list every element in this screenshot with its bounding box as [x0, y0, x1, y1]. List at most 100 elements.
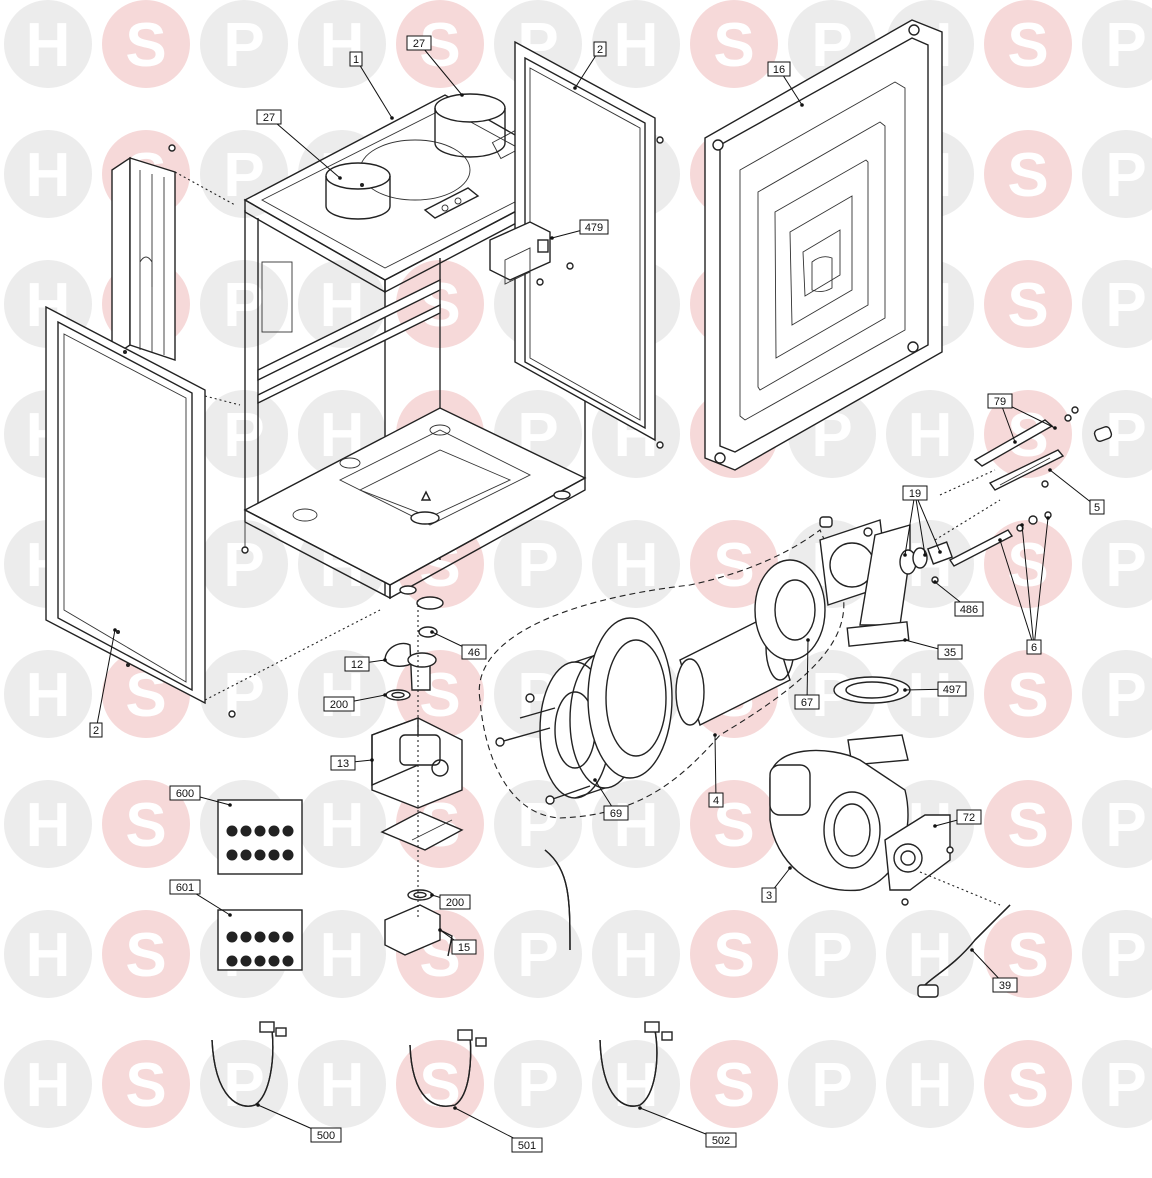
watermark-circle — [396, 0, 484, 88]
injector-nozzle — [268, 825, 280, 837]
callout-200: 200 — [430, 893, 471, 910]
callout-number: 4 — [713, 795, 719, 807]
watermark-circle — [4, 650, 92, 738]
watermark-letter: S — [1007, 661, 1048, 730]
watermark-circle — [690, 520, 778, 608]
leader-line — [904, 492, 916, 556]
callout-72: 72 — [933, 809, 982, 828]
callout-67: 67 — [794, 638, 820, 710]
watermark-circle — [984, 780, 1072, 868]
ignition-electrodes — [934, 406, 1113, 567]
leader-dot — [1046, 516, 1050, 520]
callout-3: 3 — [761, 866, 792, 903]
watermark-circle — [1082, 130, 1152, 218]
callout-box — [705, 1132, 737, 1148]
watermark-circle — [1082, 910, 1152, 998]
callout-number: 601 — [176, 882, 194, 894]
leader-line — [806, 639, 809, 703]
callout-number: 3 — [766, 890, 772, 902]
leader-line — [418, 42, 463, 96]
leader-line — [999, 539, 1035, 648]
watermark-circle — [298, 0, 386, 88]
watermark-letter: H — [26, 661, 71, 730]
watermark-letter: P — [1105, 11, 1146, 80]
callout-600: 600 — [169, 785, 232, 807]
watermark-circle — [4, 0, 92, 88]
watermark-circle — [298, 1040, 386, 1128]
watermark-circle — [788, 910, 876, 998]
watermark-letter: S — [125, 791, 166, 860]
watermark-letter: S — [125, 1051, 166, 1120]
watermark-circle — [886, 910, 974, 998]
watermark-circle — [1082, 780, 1152, 868]
watermark-circle — [984, 0, 1072, 88]
watermark-letter: P — [1105, 791, 1146, 860]
watermark-letter: P — [223, 661, 264, 730]
callout-number: 27 — [413, 38, 425, 50]
watermark-letter: S — [125, 11, 166, 80]
leader-dot — [1013, 440, 1017, 444]
watermark-circle — [494, 780, 582, 868]
watermark-circle — [1082, 1040, 1152, 1128]
callout-number: 501 — [518, 1140, 536, 1152]
callout-number: 79 — [994, 396, 1006, 408]
watermark-letter: P — [517, 1051, 558, 1120]
injector-nozzle — [254, 825, 266, 837]
leader-dot — [460, 93, 464, 97]
callout-number: 479 — [585, 222, 603, 234]
leader-dot — [1020, 523, 1024, 527]
callout-box — [956, 809, 982, 825]
leader-dot — [228, 803, 232, 807]
callout-box — [439, 894, 471, 910]
watermark-letter: H — [320, 791, 365, 860]
watermark-circle — [200, 390, 288, 478]
watermark-circle — [200, 650, 288, 738]
callout-box — [330, 755, 356, 771]
callout-number: 27 — [263, 112, 275, 124]
watermark-letter: S — [713, 921, 754, 990]
watermark-letter: P — [517, 921, 558, 990]
watermark-circle — [494, 910, 582, 998]
watermark-circle — [984, 910, 1072, 998]
injector-nozzle — [254, 849, 266, 861]
watermark-letter: P — [1105, 401, 1146, 470]
callout-box — [349, 51, 363, 67]
callout-number: 69 — [610, 808, 622, 820]
watermark-circle — [886, 390, 974, 478]
leader-dot — [938, 550, 942, 554]
leader-dot — [256, 1103, 260, 1107]
callout-box — [1089, 499, 1105, 515]
callout-box — [323, 696, 355, 712]
leader-line — [1049, 469, 1098, 508]
callout-6: 6 — [998, 516, 1050, 655]
callout-number: 502 — [712, 1135, 730, 1147]
injector-nozzle — [240, 849, 252, 861]
injector-nozzle — [254, 931, 266, 943]
callout-box — [902, 485, 928, 501]
watermark-circle — [592, 1040, 680, 1128]
watermark-letter: H — [26, 921, 71, 990]
callout-box — [937, 644, 963, 660]
leader-dot — [113, 628, 117, 632]
watermark-letter: H — [320, 11, 365, 80]
leader-dot — [430, 630, 434, 634]
callout-500: 500 — [256, 1103, 342, 1143]
watermark-circle — [690, 1040, 778, 1128]
leader-dot — [1048, 468, 1052, 472]
watermark-circle — [102, 780, 190, 868]
watermark-circle — [1082, 390, 1152, 478]
injector-nozzle — [282, 931, 294, 943]
watermark-letter: S — [125, 921, 166, 990]
watermark-letter: H — [26, 11, 71, 80]
callout-box — [89, 722, 103, 738]
watermark-circle — [984, 650, 1072, 738]
watermark-circle — [298, 780, 386, 868]
wiring-harnesses — [211, 1021, 673, 1107]
left-side-panel — [45, 305, 381, 718]
watermark-letter: P — [811, 921, 852, 990]
watermark-circle — [690, 910, 778, 998]
leader-dot — [390, 116, 394, 120]
callout-5: 5 — [1048, 468, 1105, 515]
callout-15: 15 — [438, 928, 477, 955]
watermark-letter: H — [614, 11, 659, 80]
